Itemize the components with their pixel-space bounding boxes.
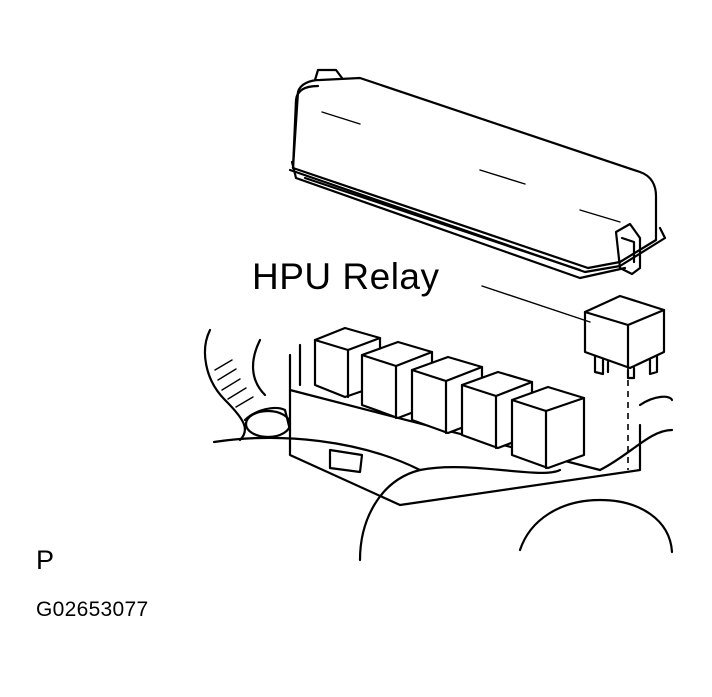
figure-id: G02653077 — [36, 598, 149, 621]
relay-5 — [510, 385, 586, 470]
relay-block-base — [203, 328, 674, 562]
callout-leader-line — [481, 285, 591, 323]
fuse-box-cover — [288, 68, 667, 280]
view-letter: P — [36, 545, 55, 575]
hpu-relay-label: HPU Relay — [252, 256, 440, 297]
relay-row — [313, 326, 586, 470]
hpu-relay — [583, 294, 666, 380]
